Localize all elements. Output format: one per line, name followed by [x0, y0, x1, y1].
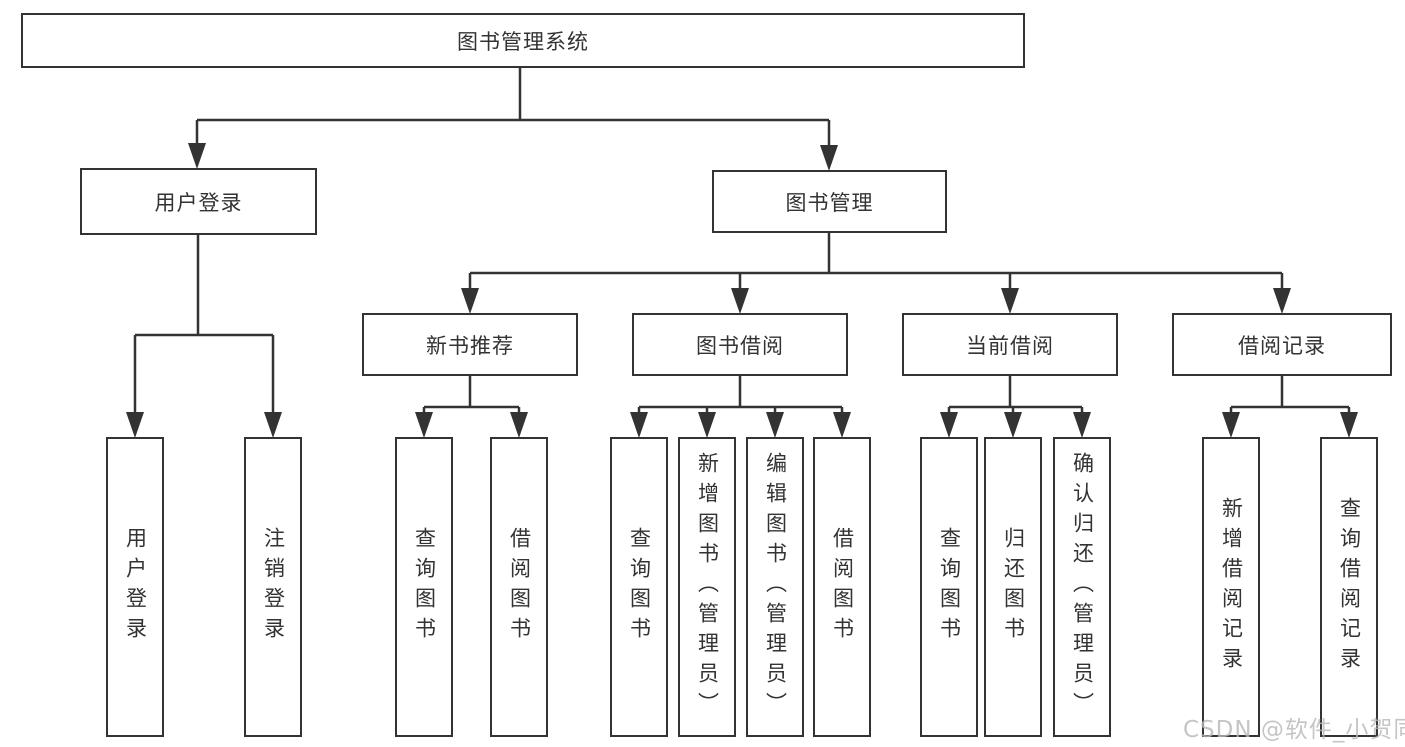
connector-current-borrow-children: [940, 376, 1091, 438]
node-label: 图书管理: [785, 190, 874, 215]
node-label: 图书借阅: [696, 333, 784, 358]
leaf-label: 编辑图书（管理员）: [763, 452, 788, 722]
connector-book-borrow-children: [630, 376, 851, 438]
leaf-borrow-books: 借阅图书: [813, 437, 871, 737]
leaf-add-borrow-record: 新增借阅记录: [1202, 437, 1260, 737]
connector-root-to-level2: [188, 68, 838, 171]
node-book-borrow: 图书借阅: [632, 313, 848, 376]
leaf-label: 注销登录: [261, 527, 286, 647]
node-library-management-system: 图书管理系统: [21, 13, 1025, 68]
leaf-label: 查询图书: [412, 527, 437, 647]
leaf-label: 查询借阅记录: [1337, 497, 1362, 677]
leaf-query-books-recommend: 查询图书: [395, 437, 453, 737]
node-current-borrow: 当前借阅: [902, 313, 1118, 376]
leaf-logout: 注销登录: [244, 437, 302, 737]
node-label: 当前借阅: [966, 333, 1054, 358]
connector-new-book-recommend-children: [415, 376, 528, 438]
leaf-return-books: 归还图书: [984, 437, 1042, 737]
node-label: 借阅记录: [1238, 333, 1326, 358]
leaf-edit-books-admin: 编辑图书（管理员）: [746, 437, 804, 737]
connector-book-management-children: [461, 233, 1291, 314]
leaf-label: 借阅图书: [507, 527, 532, 647]
node-new-book-recommend: 新书推荐: [362, 313, 578, 376]
leaf-label: 归还图书: [1001, 527, 1026, 647]
leaf-query-borrow-record: 查询借阅记录: [1320, 437, 1378, 737]
leaf-query-books-borrow: 查询图书: [610, 437, 668, 737]
leaf-label: 借阅图书: [830, 527, 855, 647]
connector-borrow-records-children: [1222, 376, 1358, 438]
leaf-label: 用户登录: [123, 527, 148, 647]
node-book-management: 图书管理: [712, 170, 947, 233]
node-label: 用户登录: [154, 190, 243, 215]
leaf-confirm-return-admin: 确认归还（管理员）: [1053, 437, 1111, 737]
csdn-watermark: CSDN @软件_小贺同学: [1183, 717, 1405, 743]
leaf-label: 新增图书（管理员）: [695, 452, 720, 722]
node-label: 新书推荐: [426, 333, 514, 358]
leaf-borrow-books-recommend: 借阅图书: [490, 437, 548, 737]
leaf-label: 新增借阅记录: [1219, 497, 1244, 677]
node-borrow-records: 借阅记录: [1172, 313, 1392, 376]
leaf-label: 查询图书: [627, 527, 652, 647]
leaf-add-books-admin: 新增图书（管理员）: [678, 437, 736, 737]
leaf-user-login: 用户登录: [106, 437, 164, 737]
leaf-label: 确认归还（管理员）: [1070, 452, 1095, 722]
connector-user-login-children: [126, 235, 282, 438]
leaf-label: 查询图书: [937, 527, 962, 647]
node-user-login: 用户登录: [80, 168, 317, 235]
node-label: 图书管理系统: [457, 29, 589, 54]
leaf-query-books-current: 查询图书: [920, 437, 978, 737]
